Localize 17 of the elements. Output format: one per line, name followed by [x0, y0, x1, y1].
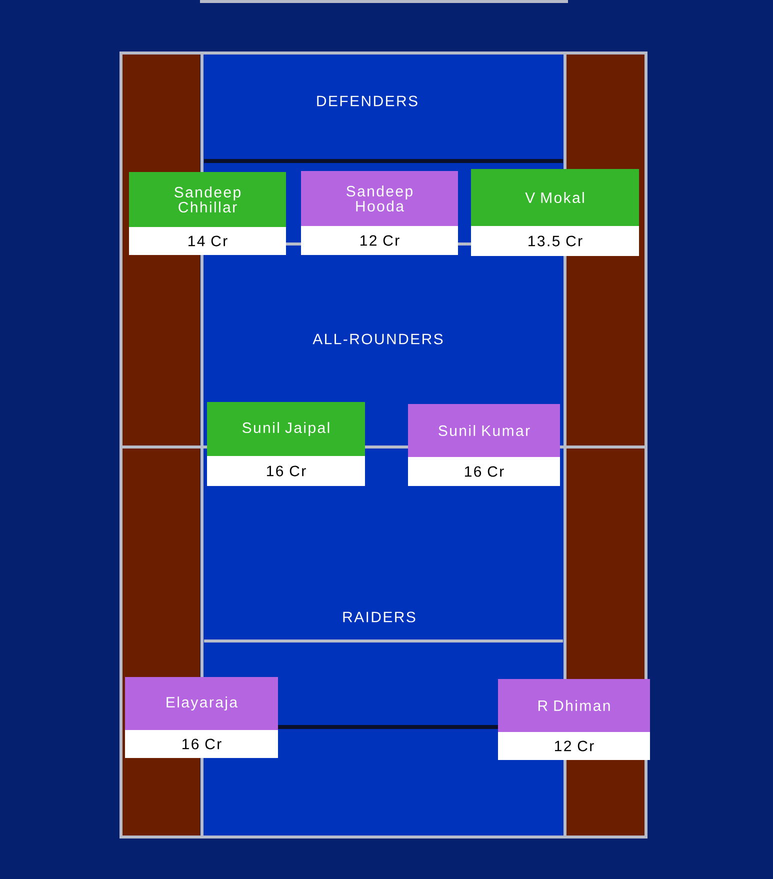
price-tag: 12 Cr: [301, 226, 458, 255]
price-tag: 16 Cr: [125, 730, 278, 758]
price-tag: 16 Cr: [207, 456, 365, 486]
name-tag: Elayaraja: [125, 677, 278, 730]
price-tag: 14 Cr: [129, 227, 286, 255]
name-tag: Sunil Kumar: [408, 404, 560, 457]
section-heading: RAIDERS: [343, 612, 416, 622]
price-tag: 13.5 Cr: [471, 226, 639, 256]
name-tag: Sunil Jaipal: [207, 402, 365, 456]
section-heading: DEFENDERS: [317, 96, 418, 106]
price-tag: 16 Cr: [408, 457, 560, 486]
price-tag: 12 Cr: [498, 732, 650, 760]
name-tag: V Mokal: [471, 169, 639, 226]
section-heading: ALL-ROUNDERS: [312, 334, 443, 344]
name-tag: Sandeep Chhillar: [129, 172, 286, 227]
name-tag: R Dhiman: [498, 679, 650, 732]
name-tag: Sandeep Hooda: [301, 171, 458, 226]
